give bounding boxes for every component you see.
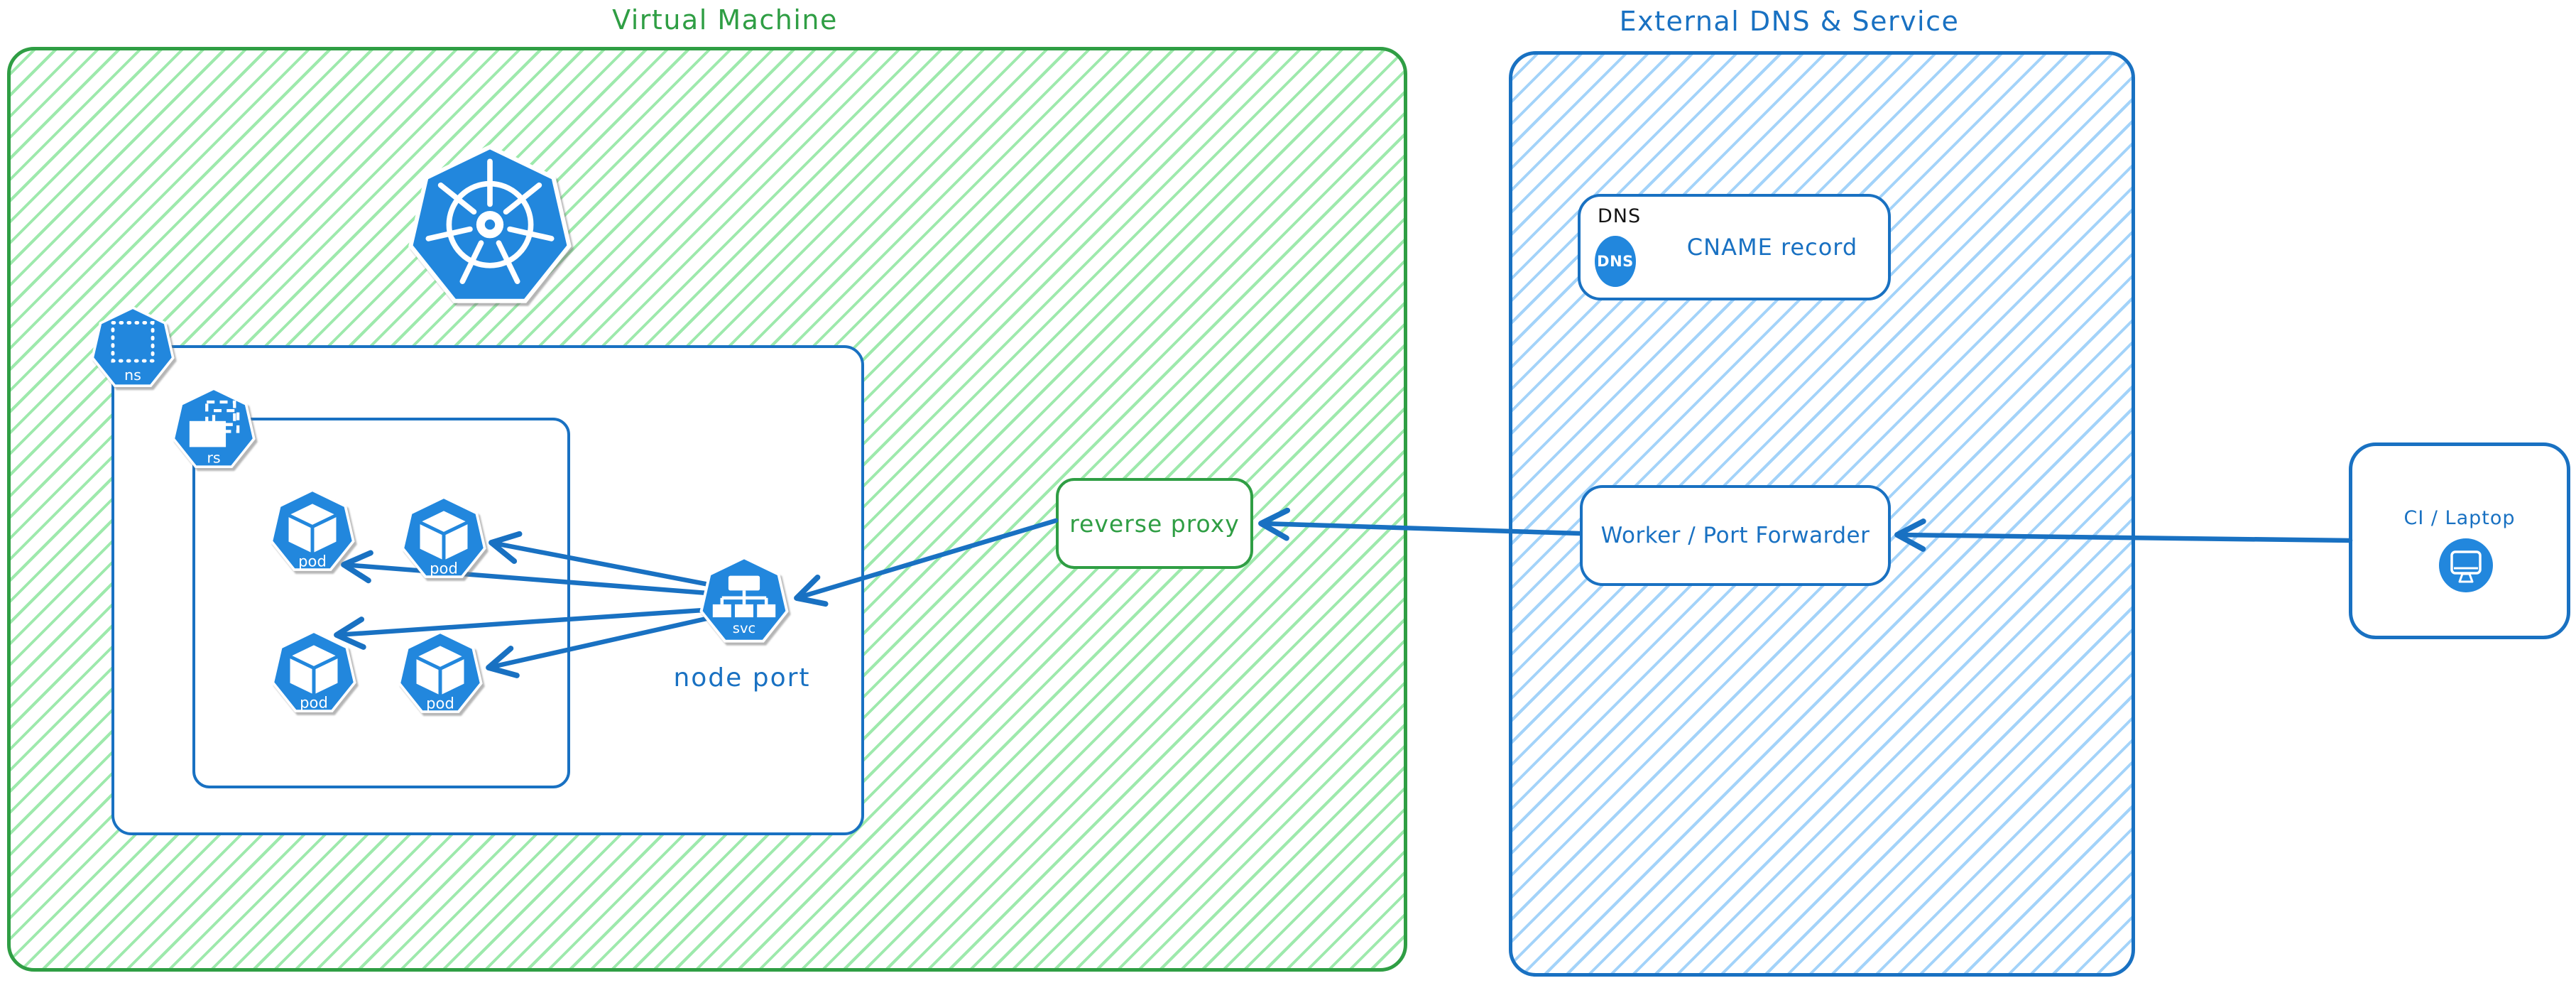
- dns-record-box: DNS DNS CNAME record: [1578, 194, 1891, 300]
- pod-label: pod: [430, 559, 458, 577]
- namespace-badge-label: ns: [124, 366, 141, 384]
- pod-label: pod: [300, 693, 328, 711]
- namespace-icon: ns: [91, 306, 175, 388]
- pod-label: pod: [298, 552, 327, 570]
- service-icon: svc: [699, 556, 789, 643]
- replicaset-icon: rs: [172, 387, 256, 469]
- node-port-label: node port: [673, 663, 811, 693]
- dns-group-label: DNS: [1598, 205, 1642, 227]
- replicaset-box: [192, 418, 570, 788]
- dns-circle-icon: DNS: [1595, 236, 1636, 287]
- pod-icon: pod: [270, 489, 355, 571]
- vm-group-title: Virtual Machine: [612, 4, 838, 36]
- ci-laptop-box: CI / Laptop: [2349, 442, 2570, 639]
- computer-monitor-icon: [2439, 538, 2493, 592]
- external-group-title: External DNS & Service: [1619, 6, 1960, 37]
- worker-label: Worker / Port Forwarder: [1600, 523, 1870, 548]
- replicaset-badge-label: rs: [207, 449, 220, 466]
- reverse-proxy-box: reverse proxy: [1056, 478, 1253, 569]
- worker-box: Worker / Port Forwarder: [1580, 485, 1891, 586]
- service-badge-label: svc: [733, 620, 755, 636]
- reverse-proxy-label: reverse proxy: [1069, 509, 1240, 538]
- kubernetes-logo-icon: [408, 144, 572, 303]
- cname-record-label: CNAME record: [1686, 234, 1858, 261]
- pod-label: pod: [426, 694, 454, 712]
- ci-laptop-label: CI / Laptop: [2403, 507, 2516, 529]
- pod-icon: pod: [401, 496, 486, 578]
- pod-icon: pod: [398, 631, 483, 713]
- pod-icon: pod: [271, 630, 356, 712]
